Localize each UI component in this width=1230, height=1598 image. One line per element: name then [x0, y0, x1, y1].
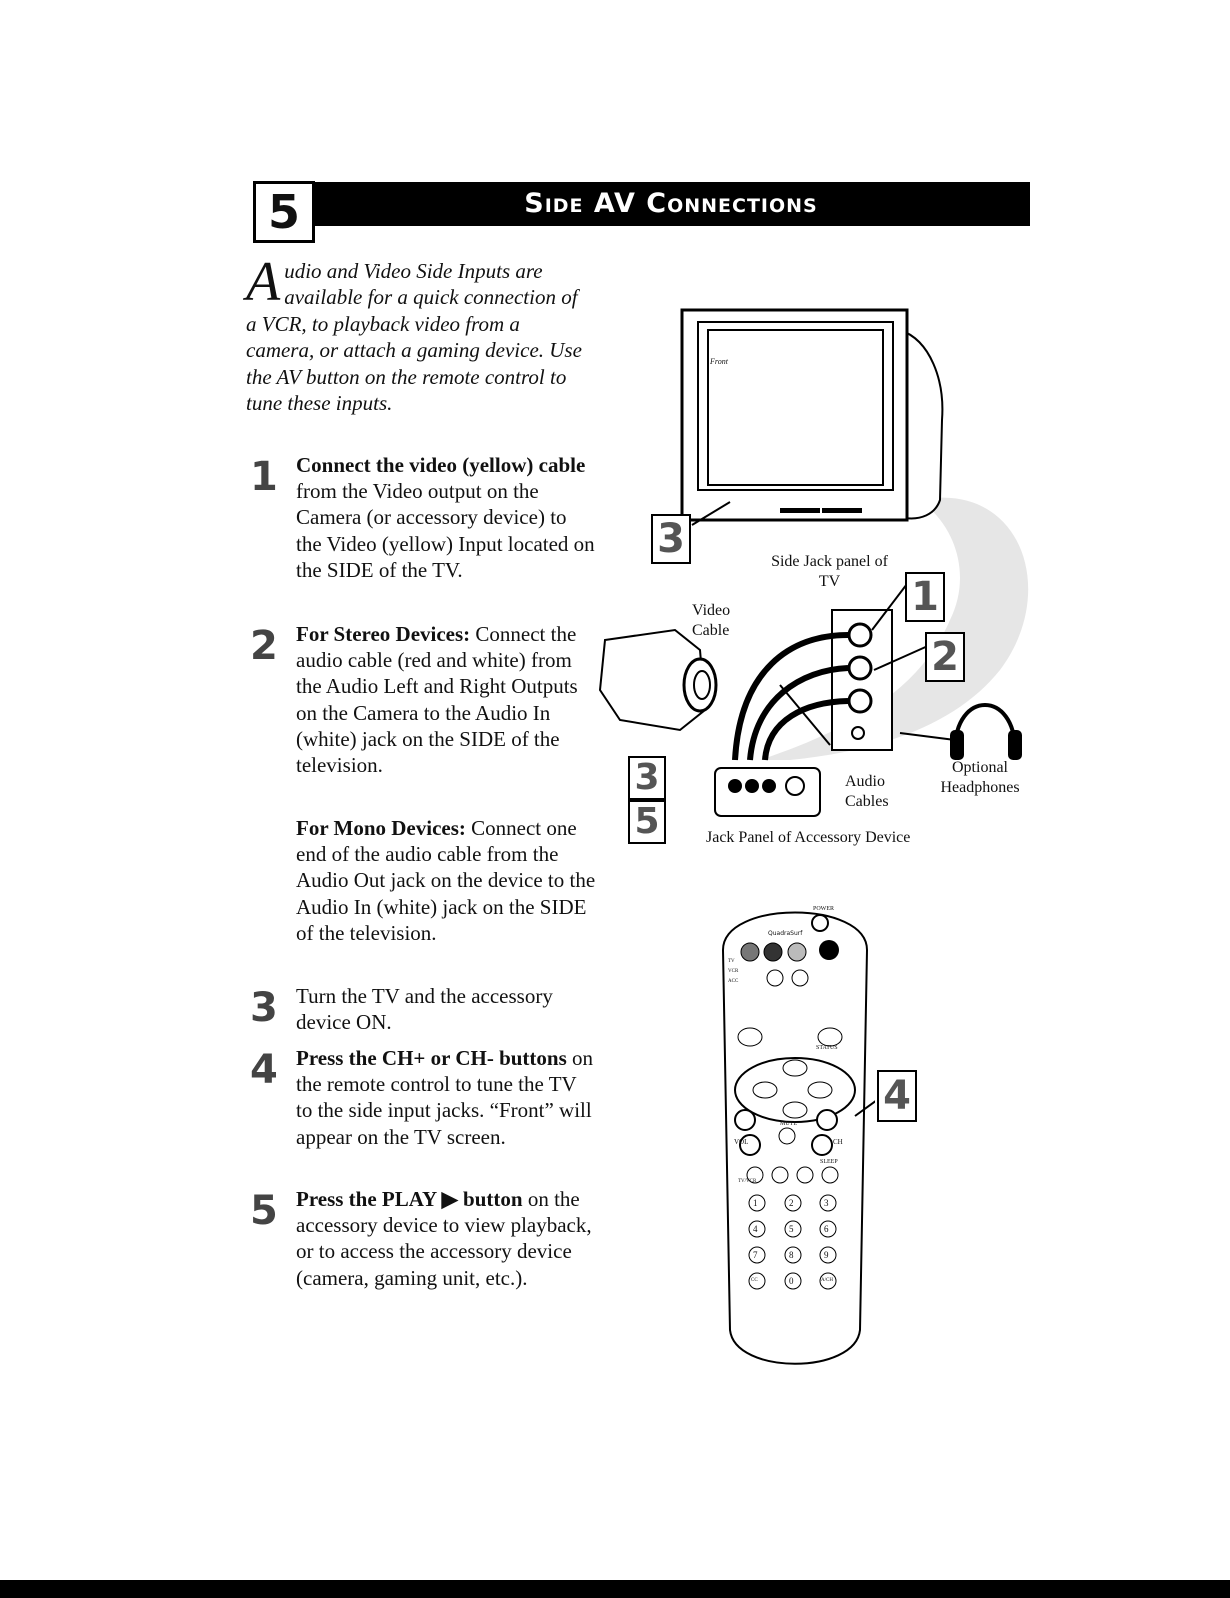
step-text: Press the PLAY ▶ button on the accessory… [296, 1187, 592, 1290]
video-jack [847, 622, 873, 648]
digit-6: 6 [824, 1224, 829, 1234]
ch-label: CH [833, 1138, 843, 1146]
color-button-red [740, 942, 760, 962]
tvvcr-label: TV/VCR [738, 1179, 757, 1184]
headphones-illustration [899, 703, 1022, 760]
digit-4: 4 [753, 1224, 758, 1234]
drop-cap: A [246, 251, 281, 313]
callout-5-device: 5 [628, 800, 666, 844]
play-button [782, 1059, 808, 1077]
screen-front-text: Front [710, 357, 728, 366]
step-text: For Stereo Devices: Connect the audio ca… [296, 622, 578, 778]
step-text: Connect the video (yellow) cable from th… [296, 453, 595, 582]
vol-down-button [739, 1134, 761, 1156]
tv-screen [707, 329, 884, 486]
digit-cc: CC [751, 1278, 758, 1283]
color-button-green [763, 942, 783, 962]
number-pad [746, 1166, 839, 1290]
headphone-jack [851, 726, 865, 740]
audio-left-jack [847, 655, 873, 681]
digit-3: 3 [824, 1198, 829, 1208]
callout-1: 1 [905, 572, 945, 622]
power-label: POWER [813, 906, 834, 912]
audio-cable-right [762, 698, 849, 761]
digit-2: 2 [789, 1198, 794, 1208]
device-audio-left-jack [745, 779, 759, 793]
tv-mode-label: TV [728, 959, 735, 964]
camcorder-illustration [598, 628, 718, 732]
connection-diagram [598, 308, 1029, 817]
mode-button-right [791, 969, 809, 987]
color-button-blue [819, 940, 839, 960]
picture-button [817, 1027, 843, 1047]
acc-mode-label: ACC [728, 979, 739, 984]
remote-control-illustration [721, 911, 875, 1365]
callout-4-remote: 4 [877, 1070, 917, 1122]
fast-forward-button [807, 1081, 833, 1099]
sound-button [737, 1027, 763, 1047]
vol-up-button [734, 1109, 756, 1131]
callout-3-device: 3 [628, 756, 666, 800]
mute-label: MUTE [780, 1121, 797, 1127]
step-number: 1 [250, 454, 278, 500]
device-audio-right-jack [762, 779, 776, 793]
mode-button-left [766, 969, 784, 987]
section-title-bar: Side AV Connections [312, 182, 1030, 226]
digit-0: 0 [789, 1276, 794, 1286]
sleep-label: SLEEP [820, 1159, 838, 1165]
ch-up-button [816, 1109, 838, 1131]
mute-button [778, 1127, 796, 1145]
intro-text: udio and Video Side Inputs are available… [246, 259, 582, 416]
bottom-edge-bar [0, 1580, 1230, 1598]
tv-illustration [680, 308, 944, 522]
vol-label: VOL [734, 1138, 749, 1146]
section-number-box: 5 [253, 181, 315, 243]
digit-1: 1 [753, 1198, 758, 1208]
step-text: Turn the TV and the accessory device ON. [296, 984, 553, 1035]
step-number: 3 [250, 985, 278, 1031]
rewind-button [752, 1081, 778, 1099]
step-number: 2 [250, 623, 278, 669]
section-title: Side AV Connections [524, 188, 818, 219]
digit-7: 7 [753, 1250, 758, 1260]
vcr-mode-label: VCR [728, 969, 739, 974]
optional-headphones-label: Optional Headphones [940, 759, 1020, 796]
status-label: STATUS [816, 1045, 838, 1051]
callout-2: 2 [925, 632, 965, 682]
audio-cable-left [747, 665, 849, 761]
color-button-yellow [787, 942, 807, 962]
device-video-jack [728, 779, 742, 793]
shading-swoosh [760, 497, 1029, 760]
video-cable-label: Video Cable [692, 602, 731, 639]
step-text: For Mono Devices: Connect one end of the… [296, 816, 596, 945]
audio-cables-label: Audio Cables [845, 773, 889, 810]
step-number: 5 [250, 1188, 278, 1234]
jack-panel-accessory-label: Jack Panel of Accessory Device [706, 829, 911, 846]
stop-button [782, 1101, 808, 1119]
audio-right-jack [847, 688, 873, 714]
transport-pad [734, 1057, 856, 1123]
digit-ach: A/CH [821, 1278, 833, 1283]
callout-3-tv: 3 [651, 514, 691, 564]
ch-down-button [811, 1134, 833, 1156]
step-number: 4 [250, 1047, 278, 1093]
step-text: Press the CH+ or CH- buttons on the remo… [296, 1046, 594, 1149]
quadrasurf-label: QuadraSurf [768, 930, 803, 937]
side-jack-panel-label: Side Jack panel of TV [771, 553, 888, 590]
digit-5: 5 [789, 1224, 794, 1234]
power-button [811, 914, 829, 932]
video-cable [732, 632, 849, 761]
digit-8: 8 [789, 1250, 794, 1260]
audio-cables-pointer [779, 684, 831, 746]
digit-9: 9 [824, 1250, 829, 1260]
device-svideo-jack [785, 776, 805, 796]
